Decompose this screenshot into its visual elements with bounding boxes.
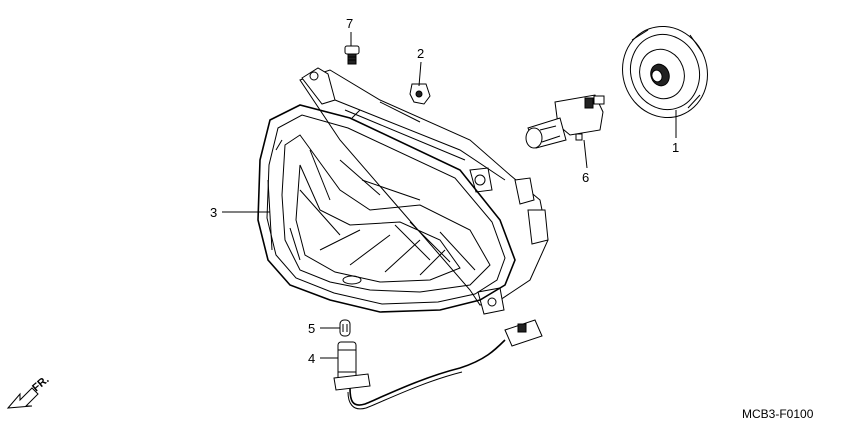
callout-6: 6 [582, 170, 589, 185]
halogen-bulb-icon [525, 94, 605, 149]
callout-5: 5 [308, 321, 315, 336]
socket-icon [333, 319, 543, 410]
callout-1: 1 [672, 140, 679, 155]
clip-icon [409, 83, 431, 105]
callout-7: 7 [346, 16, 353, 31]
bulb-icon [339, 319, 351, 337]
diagram-code: MCB3-F0100 [742, 407, 814, 421]
headlight-unit-icon [257, 67, 549, 315]
callout-2: 2 [417, 46, 424, 61]
front-direction-arrow: FR. [6, 374, 52, 409]
dust-cover-icon [622, 25, 708, 119]
callout-3: 3 [210, 205, 217, 220]
screw-icon [344, 45, 360, 65]
leader-lines [222, 32, 677, 359]
callout-4: 4 [308, 351, 315, 366]
